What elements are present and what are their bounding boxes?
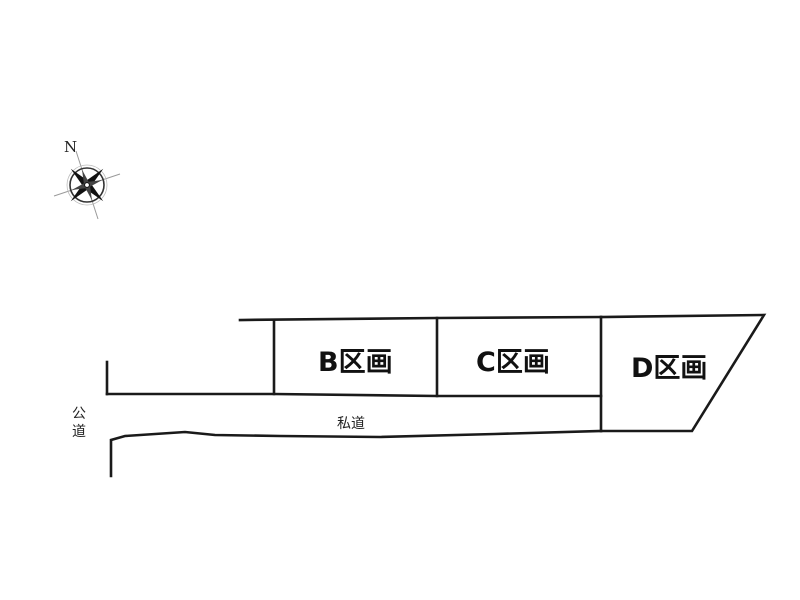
lot-b-label: B区画 bbox=[318, 347, 393, 378]
compass-north-label: N bbox=[64, 138, 77, 156]
private-road-label: 私道 bbox=[337, 416, 365, 432]
lot-c-label: C区画 bbox=[476, 347, 550, 378]
lot-d-label: D区画 bbox=[631, 353, 707, 384]
public-road-label-1: 公 bbox=[72, 406, 86, 422]
compass-rose-icon bbox=[53, 150, 121, 220]
lot-boundaries bbox=[105, 313, 767, 478]
public-road-label-2: 道 bbox=[72, 424, 86, 440]
